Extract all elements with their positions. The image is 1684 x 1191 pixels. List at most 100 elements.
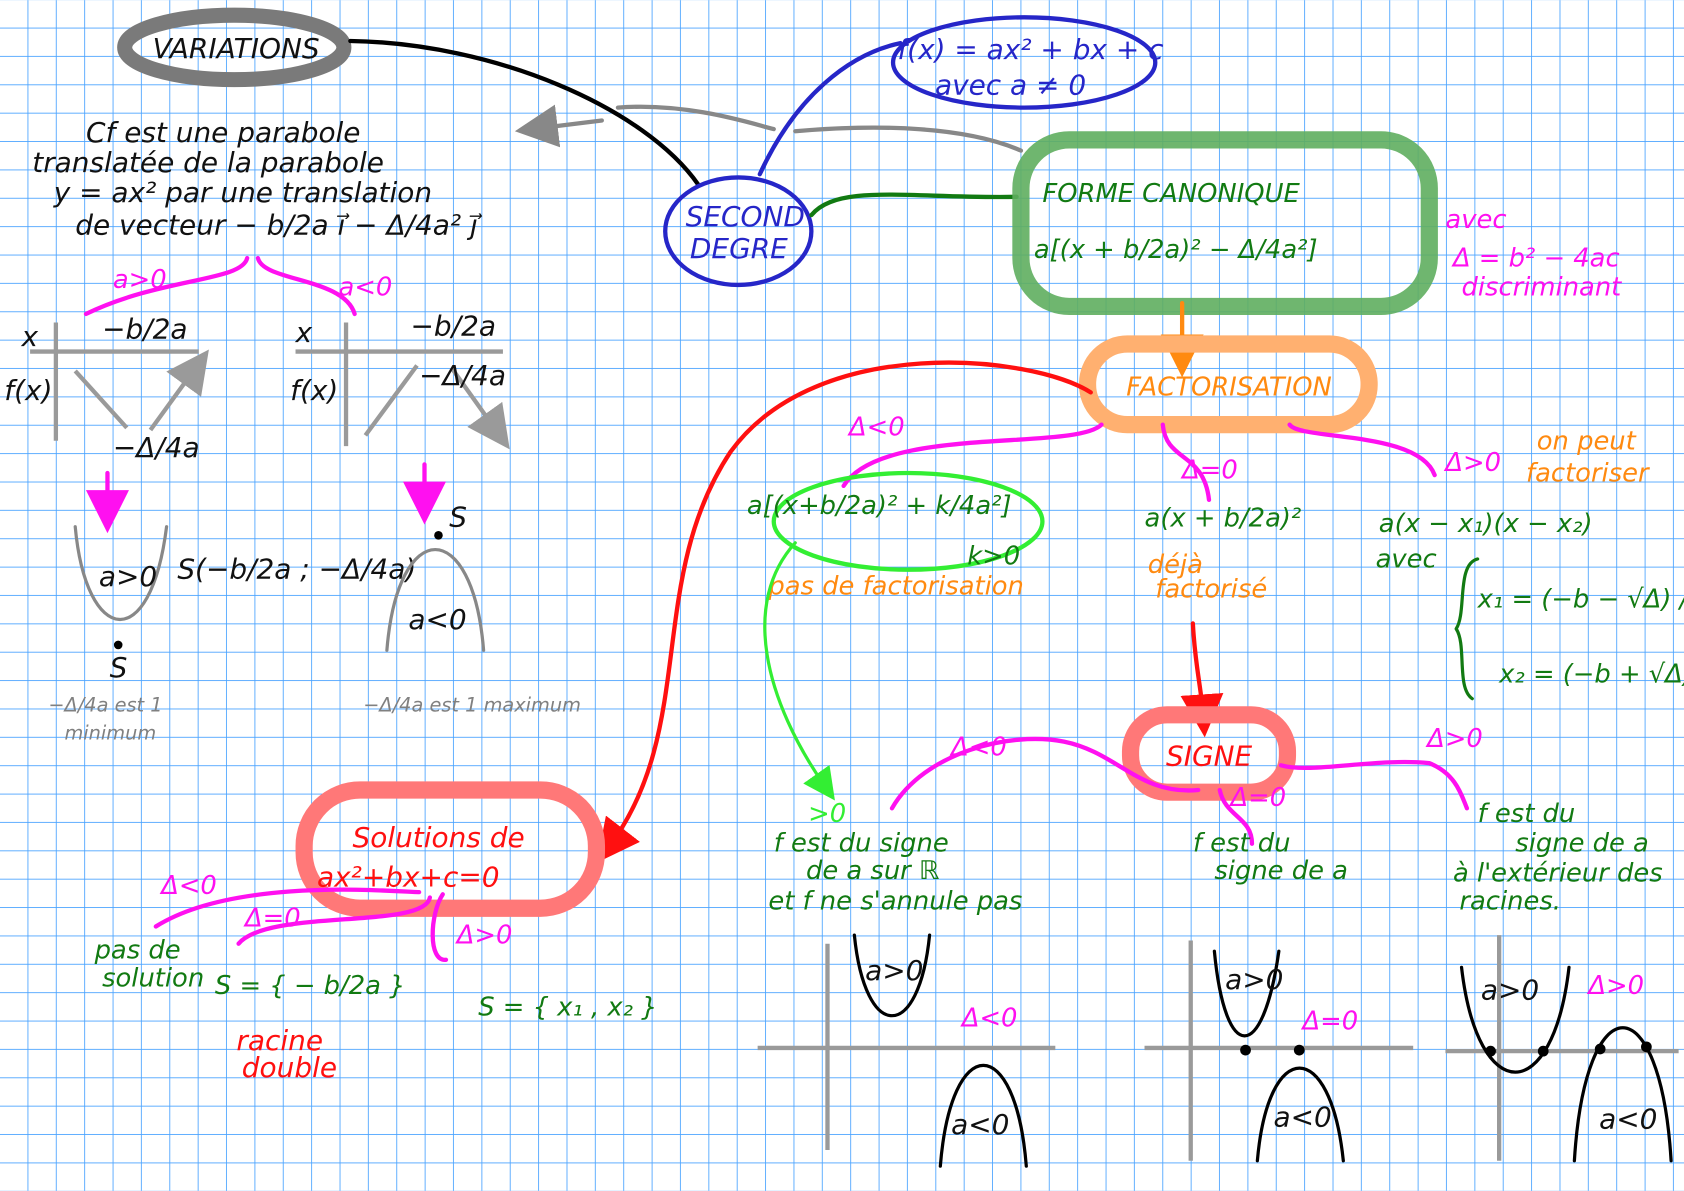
graph-delta-label: Δ>0: [1586, 971, 1644, 1001]
max-note: −Δ/4a est 1 maximum: [363, 694, 581, 717]
variation-table-a-pos: x f(x) −b/2a −Δ/4a: [4, 313, 199, 464]
definition-condition: avec a ≠ 0: [935, 69, 1086, 102]
fact-pos-avec: avec: [1376, 545, 1437, 575]
branch-sol-zero: [236, 895, 433, 946]
sol-zero-label: Δ=0: [243, 903, 301, 933]
table-top-value: −b/2a: [411, 309, 496, 342]
signe-node: SIGNE: [1121, 706, 1297, 801]
brace-a-neg: [255, 255, 357, 317]
sol-pos-label: Δ>0: [455, 921, 513, 951]
min-note-1: −Δ/4a est 1: [48, 694, 162, 717]
fact-zero-note-2: factorisé: [1155, 575, 1267, 605]
fact-pos-formula: a(x − x₁)(x − x₂): [1379, 509, 1593, 539]
fact-neg-note: pas de factorisation: [767, 571, 1024, 601]
connector-k-positive: [763, 541, 835, 801]
branch-signe-zero: [1217, 787, 1255, 846]
brace-a-pos: [83, 255, 250, 317]
table-x-label: x: [20, 320, 38, 353]
delta-formula: Δ = b² − 4ac: [1451, 244, 1620, 274]
graph-up-label: a>0: [1481, 974, 1539, 1007]
graph-delta-label: Δ<0: [960, 1003, 1018, 1033]
sol-neg-text-1: pas de: [94, 936, 181, 966]
center-line-2: DEGRE: [690, 232, 788, 265]
signe-neg-text-2: de a sur ℝ: [806, 856, 940, 886]
forme-canonique-node: FORME CANONIQUE a[(x + b/2a)² − Δ/4a²]: [1012, 131, 1438, 316]
root-x1: x₁ = (−b − √Δ) / 2a: [1477, 584, 1684, 614]
table-bottom-value: −Δ/4a: [113, 431, 200, 464]
signe-zero-label: Δ=0: [1228, 783, 1286, 813]
solutions-node: Solutions de ax²+bx+c=0: [295, 781, 606, 917]
gray-stroke: [615, 104, 1024, 153]
branch-signe-pos: [1278, 759, 1470, 811]
signe-pos-text-4: racines.: [1459, 886, 1561, 916]
graph-delta-zero: a>0 a<0 Δ=0: [1144, 940, 1414, 1163]
parabola-down-label: a<0: [408, 603, 466, 636]
vertex-dot: [113, 640, 123, 650]
signe-neg-text-3: et f ne s'annule pas: [768, 886, 1022, 916]
branch-fact-zero: [1160, 422, 1212, 503]
signe-pos-text-3: à l'extérieur des: [1453, 858, 1663, 888]
fact-neg-oval: [771, 470, 1045, 572]
vertex-coordinates: S(−b/2a ; −Δ/4a): [177, 552, 416, 585]
table-fx-label: f(x): [290, 374, 338, 407]
branch-sol-pos: [430, 892, 449, 962]
variations-line-1: Cf est une parabole: [86, 116, 361, 149]
table-x-label: x: [295, 316, 313, 349]
variations-title: VARIATIONS: [153, 32, 320, 65]
graph-delta-neg: a>0 a<0 Δ<0: [757, 933, 1056, 1168]
fact-zero-formula: a(x + b/2a)²: [1145, 504, 1302, 534]
signe-zero-text-1: f est du: [1193, 828, 1291, 858]
sol-neg-label: Δ<0: [159, 871, 217, 901]
parabola-down: [385, 548, 486, 652]
signe-pos-text-1: f est du: [1478, 799, 1576, 829]
branch-sol-neg: [153, 887, 422, 929]
branch-a-pos: a>0: [113, 265, 167, 295]
factorisation-node: FACTORISATION: [1078, 335, 1378, 434]
signe-title: SIGNE: [1166, 739, 1253, 772]
graph-delta-label: Δ=0: [1300, 1007, 1358, 1037]
root-x2: x₂ = (−b + √Δ) / 2a: [1498, 660, 1684, 690]
center-line-1: SECOND: [686, 200, 805, 233]
signe-pos-label: Δ>0: [1425, 724, 1483, 754]
fact-pos-note-1: on peut: [1537, 426, 1637, 456]
gray-arrow: [514, 104, 604, 148]
definition-node: f(x) = ax² + bx + c avec a ≠ 0: [890, 15, 1164, 110]
branch-signe-neg: [889, 736, 1201, 811]
graph-up-label: a>0: [865, 954, 923, 987]
sol-neg-text-2: solution: [102, 964, 204, 994]
branch-fact-neg: [841, 422, 1104, 489]
graph-down-label: a<0: [1273, 1100, 1331, 1133]
fact-neg-label: Δ<0: [847, 412, 905, 442]
k-positive-label: >0: [808, 799, 846, 829]
variations-line-4: de vecteur − b/2a i⃗ − Δ/4a² j⃗: [75, 208, 483, 241]
fact-neg-k: k>0: [967, 541, 1020, 571]
variations-node: VARIATIONS: [117, 7, 352, 88]
fact-pos-label: Δ>0: [1443, 448, 1501, 478]
fact-neg-formula: a[(x+b/2a)² + k/4a²]: [747, 491, 1012, 521]
graph-down-label: a<0: [951, 1108, 1009, 1141]
graph-delta-pos: a>0 a<0 Δ>0: [1445, 935, 1679, 1163]
connector-variations: [348, 38, 701, 188]
connector-canonique: [809, 192, 1019, 218]
signe-neg-text-1: f est du signe: [774, 828, 949, 858]
vertex-label-max: S: [449, 501, 467, 534]
table-max-value: −Δ/4a: [419, 359, 506, 392]
sol-zero-note-2: double: [242, 1051, 337, 1084]
canonique-avec: avec: [1445, 205, 1506, 235]
sol-pos-set: S = { x₁ , x₂ }: [478, 993, 657, 1023]
signe-zero-text-2: signe de a: [1214, 856, 1348, 886]
vertex-label-min: S: [110, 651, 128, 684]
factorisation-title: FACTORISATION: [1126, 373, 1332, 403]
signe-neg-label: Δ<0: [949, 733, 1007, 763]
parabola-up: [73, 525, 169, 622]
variations-line-3: y = ax² par une translation: [53, 176, 432, 209]
definition-formula: f(x) = ax² + bx + c: [897, 33, 1163, 66]
graph-down-label: a<0: [1599, 1103, 1657, 1136]
roots-brace: [1454, 557, 1480, 701]
fact-zero-note-1: déjà: [1148, 550, 1203, 580]
canonique-title: FORME CANONIQUE: [1042, 179, 1300, 209]
table-fx-label: f(x): [4, 374, 52, 407]
fact-pos-note-2: factoriser: [1526, 459, 1650, 489]
fact-zero-label: Δ=0: [1180, 455, 1238, 485]
